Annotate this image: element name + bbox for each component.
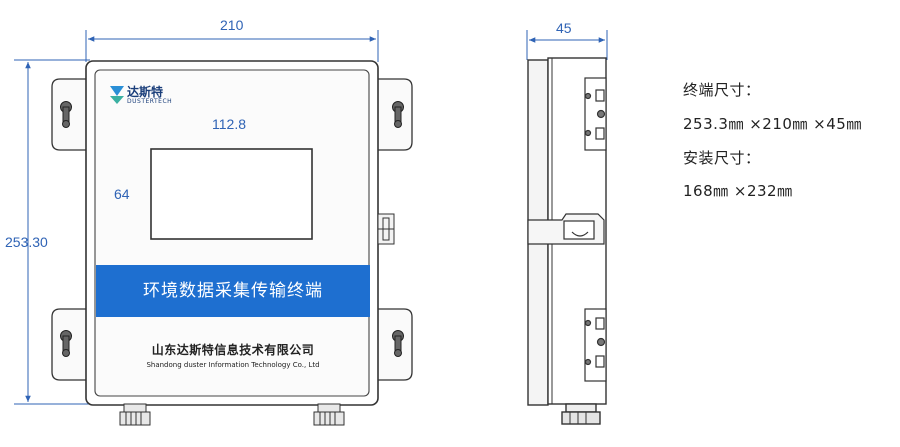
brand-logo-mark: [110, 86, 124, 104]
product-name-band: [96, 265, 370, 317]
bracket-top-right: [378, 78, 413, 151]
terminal-size-value: 253.3㎜ ×210㎜ ×45㎜: [683, 115, 862, 133]
brand-name-cn: 达斯特: [127, 85, 164, 99]
install-size-label: 安装尺寸：: [683, 149, 761, 167]
dimension-height-label: 253.30: [5, 234, 48, 250]
terminal-size-label: 终端尺寸：: [683, 81, 761, 99]
company-name-cn: 山东达斯特信息技术有限公司: [151, 343, 315, 357]
dimension-screen-width-label: 112.8: [212, 116, 246, 132]
dimension-depth-label: 45: [556, 20, 572, 36]
side-bracket-top: [584, 77, 607, 151]
company-name-en: Shandong duster Information Technology C…: [146, 361, 320, 369]
display-screen: [150, 148, 313, 240]
dimension-screen-height-label: 64: [114, 186, 130, 202]
side-dimension-lines: [526, 30, 608, 60]
bracket-top-left: [51, 78, 86, 151]
side-bracket-bottom: [584, 308, 607, 382]
bracket-bottom-left: [51, 308, 86, 381]
cable-gland-left: [119, 403, 151, 426]
brand-name-en: DUSTERTECH: [127, 98, 173, 105]
front-latch: [377, 213, 395, 245]
bracket-bottom-right: [378, 308, 413, 381]
install-size-value: 168㎜ ×232㎜: [683, 182, 793, 200]
cable-gland-right: [313, 403, 345, 426]
dimension-width-label: 210: [220, 17, 244, 33]
product-name: 环境数据采集传输终端: [143, 281, 323, 301]
side-latch: [527, 213, 605, 245]
